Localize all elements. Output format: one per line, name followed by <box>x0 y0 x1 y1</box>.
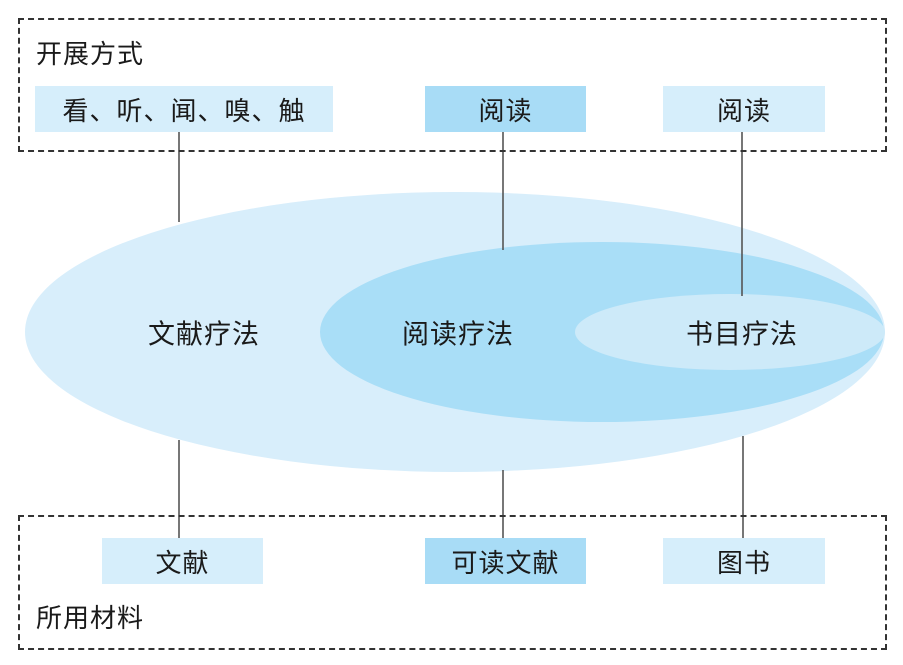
top-frame-label: 开展方式 <box>36 40 145 70</box>
material-box-documents: 文献 <box>102 538 263 584</box>
top-frame <box>18 18 887 152</box>
material-box-books: 图书 <box>663 538 825 584</box>
therapy-label-inner: 书目疗法 <box>686 319 798 351</box>
bottom-frame <box>18 515 887 650</box>
method-box-senses: 看、听、闻、嗅、触 <box>35 86 333 132</box>
material-box-readable-documents: 可读文献 <box>425 538 586 584</box>
therapy-label-middle: 阅读疗法 <box>402 319 514 351</box>
method-box-reading-1: 阅读 <box>425 86 586 132</box>
method-box-reading-2: 阅读 <box>663 86 825 132</box>
inner-ellipse <box>575 294 885 370</box>
therapy-label-outer: 文献疗法 <box>148 319 260 351</box>
bottom-frame-label: 所用材料 <box>36 604 145 634</box>
